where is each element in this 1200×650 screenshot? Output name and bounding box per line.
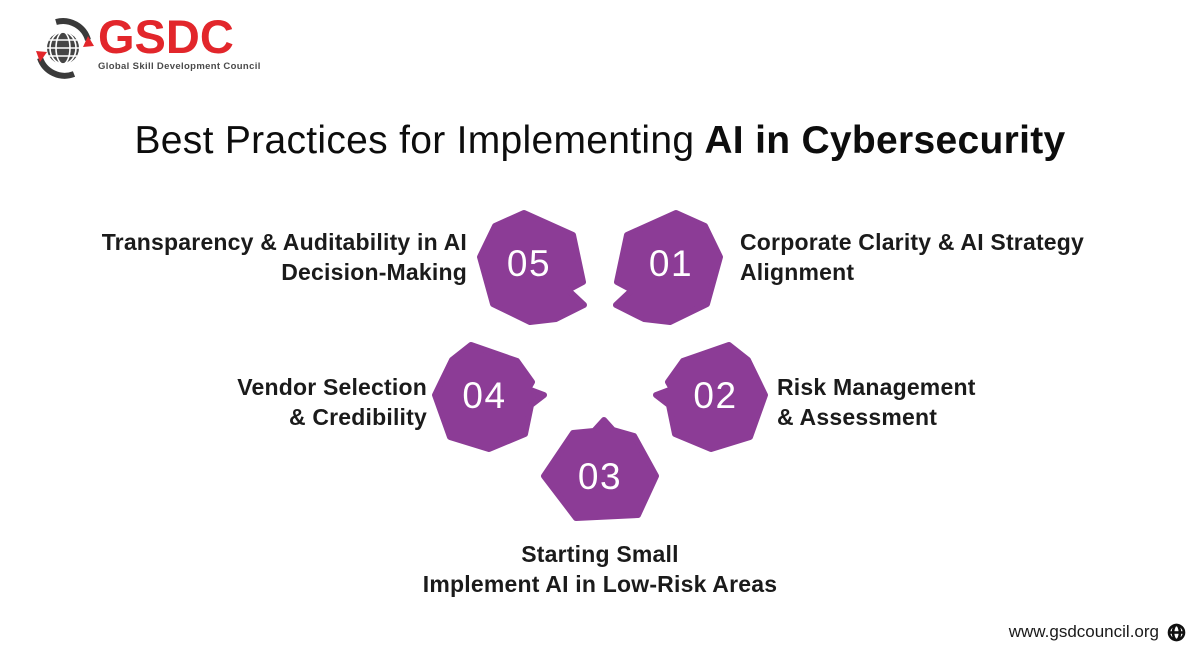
step-label-03-line1: Starting Small (521, 541, 679, 567)
step-badge-01: 01 (613, 210, 723, 325)
step-number-02: 02 (693, 375, 738, 416)
step-label-04: Vendor Selection & Credibility (237, 372, 427, 432)
step-badge-04: 04 (432, 342, 547, 452)
step-label-05-line2: Decision-Making (281, 259, 467, 285)
step-label-01-line2: Alignment (740, 259, 855, 285)
step-label-02-line2: & Assessment (777, 404, 938, 430)
gsdc-logo: GSDC Global Skill Development Council (36, 10, 261, 80)
page-title-regular: Best Practices for Implementing (134, 119, 695, 162)
step-number-03: 03 (577, 456, 623, 497)
step-label-03-line2: Implement AI in Low-Risk Areas (422, 571, 778, 597)
step-label-02: Risk Management & Assessment (777, 372, 976, 432)
page-title-bold: AI in Cybersecurity (704, 119, 1066, 162)
step-badge-03: 03 (541, 417, 659, 521)
step-badge-02: 02 (653, 342, 768, 452)
step-label-03: Starting Small Implement AI in Low-Risk … (0, 539, 1200, 599)
step-label-04-line2: & Credibility (288, 404, 427, 430)
step-number-01: 01 (648, 242, 694, 284)
gsdc-logo-text: GSDC Global Skill Development Council (98, 10, 261, 72)
step-label-05-line1: Transparency & Auditability in AI (101, 229, 467, 255)
step-label-04-line1: Vendor Selection (237, 374, 427, 400)
gsdc-globe-icon (36, 14, 96, 80)
footer: www.gsdcouncil.org (1009, 622, 1186, 642)
footer-website: www.gsdcouncil.org (1008, 622, 1159, 641)
gsdc-logo-tagline: Global Skill Development Council (98, 61, 261, 72)
step-label-05: Transparency & Auditability in AI Decisi… (102, 227, 467, 287)
step-label-01-line1: Corporate Clarity & AI Strategy (740, 229, 1085, 255)
globe-icon (1167, 623, 1186, 642)
step-number-05: 05 (506, 242, 552, 284)
step-label-01: Corporate Clarity & AI Strategy Alignmen… (740, 227, 1084, 287)
step-badge-05: 05 (477, 210, 587, 325)
step-label-02-line1: Risk Management (777, 374, 976, 400)
step-number-04: 04 (462, 375, 507, 416)
gsdc-logo-acronym: GSDC (98, 10, 234, 63)
